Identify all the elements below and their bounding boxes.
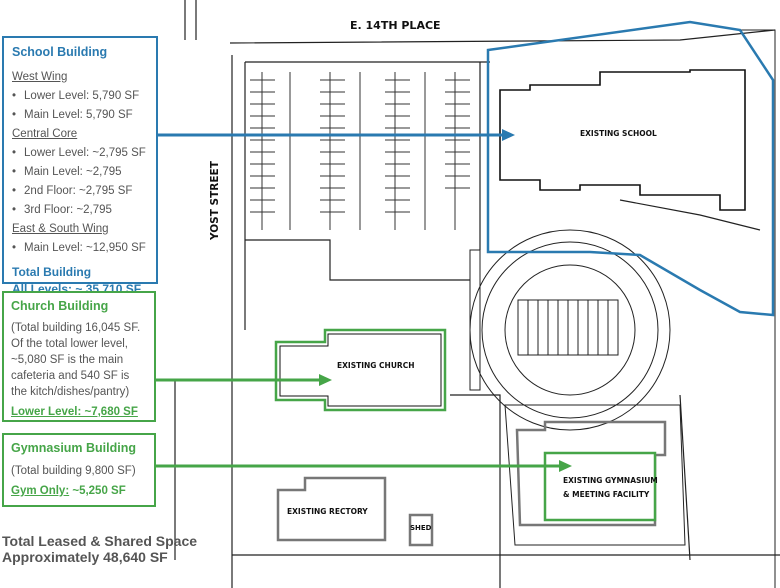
gym-label-line1: EXISTING GYMNASIUM <box>563 476 658 485</box>
central-core-item: 3rd Floor: ~2,795 <box>12 201 150 220</box>
gym-callout-title: Gymnasium Building <box>11 441 137 455</box>
central-core-item: Main Level: ~2,795 <box>12 163 150 182</box>
school-label: EXISTING SCHOOL <box>580 129 657 138</box>
central-core-heading: Central Core <box>12 128 78 140</box>
gym-surround <box>504 404 686 546</box>
church-label: EXISTING CHURCH <box>337 361 414 370</box>
callout-arrows <box>156 129 572 472</box>
church-desc-line: the kitch/dishes/pantry) <box>11 386 130 398</box>
school-arrowhead <box>502 129 515 141</box>
total-space-line2: Approximately 48,640 SF <box>2 549 168 565</box>
gym-arrowhead <box>559 460 572 472</box>
gymnasium-building-callout: Gymnasium Building (Total building 9,800… <box>2 433 156 507</box>
school-building-callout: School Building West Wing Lower Level: 5… <box>2 36 158 296</box>
shed-outline <box>408 513 434 547</box>
church-callout-title: Church Building <box>11 299 109 313</box>
total-space-line1: Total Leased & Shared Space <box>2 533 198 549</box>
church-building-callout: Church Building (Total building 16,045 S… <box>2 291 156 422</box>
church-outline <box>274 328 447 412</box>
gym-label-line2: & MEETING FACILITY <box>563 490 650 499</box>
gym-only-label: Gym Only: <box>11 485 70 497</box>
east-south-item: Main Level: ~12,950 SF <box>12 239 150 258</box>
west-wing-heading: West Wing <box>12 71 68 83</box>
church-desc-line: cafeteria and 540 SF is <box>11 370 130 382</box>
street-label-14th: E. 14TH PLACE <box>350 19 441 32</box>
central-core-item: Lower Level: ~2,795 SF <box>12 144 150 163</box>
school-footprint <box>499 69 746 211</box>
west-wing-item: Main Level: 5,790 SF <box>12 106 150 125</box>
parking-lot <box>250 72 470 230</box>
school-total-line1: Total Building <box>12 265 92 279</box>
church-desc-line: ~5,080 SF is the main <box>11 354 124 366</box>
gym-desc: (Total building 9,800 SF) <box>11 465 136 477</box>
street-label-yost: YOST STREET <box>209 160 221 241</box>
sanctuary-linework <box>469 229 671 431</box>
rectory-label: EXISTING RECTORY <box>287 507 368 516</box>
total-space-caption: Total Leased & Shared Space Approximatel… <box>2 533 197 565</box>
church-desc-line: Of the total lower level, <box>11 338 128 350</box>
gym-only-value: ~5,250 SF <box>72 485 126 497</box>
school-lease-outline <box>486 20 775 317</box>
church-arrowhead <box>319 374 332 386</box>
church-inner-outline <box>279 333 442 407</box>
site-linework <box>174 0 780 588</box>
church-lower-level: Lower Level: ~7,680 SF <box>11 406 138 418</box>
rectory-outline <box>276 476 387 542</box>
gym-only-line: Gym Only: ~5,250 SF <box>11 485 149 497</box>
school-callout-title: School Building <box>12 45 108 59</box>
gym-grey-outline <box>515 420 667 527</box>
church-desc-line: (Total building 16,045 SF. <box>11 322 141 334</box>
shed-label: SHED <box>410 524 432 532</box>
central-core-item: 2nd Floor: ~2,795 SF <box>12 182 150 201</box>
east-south-heading: East & South Wing <box>12 223 109 235</box>
west-wing-item: Lower Level: 5,790 SF <box>12 87 150 106</box>
